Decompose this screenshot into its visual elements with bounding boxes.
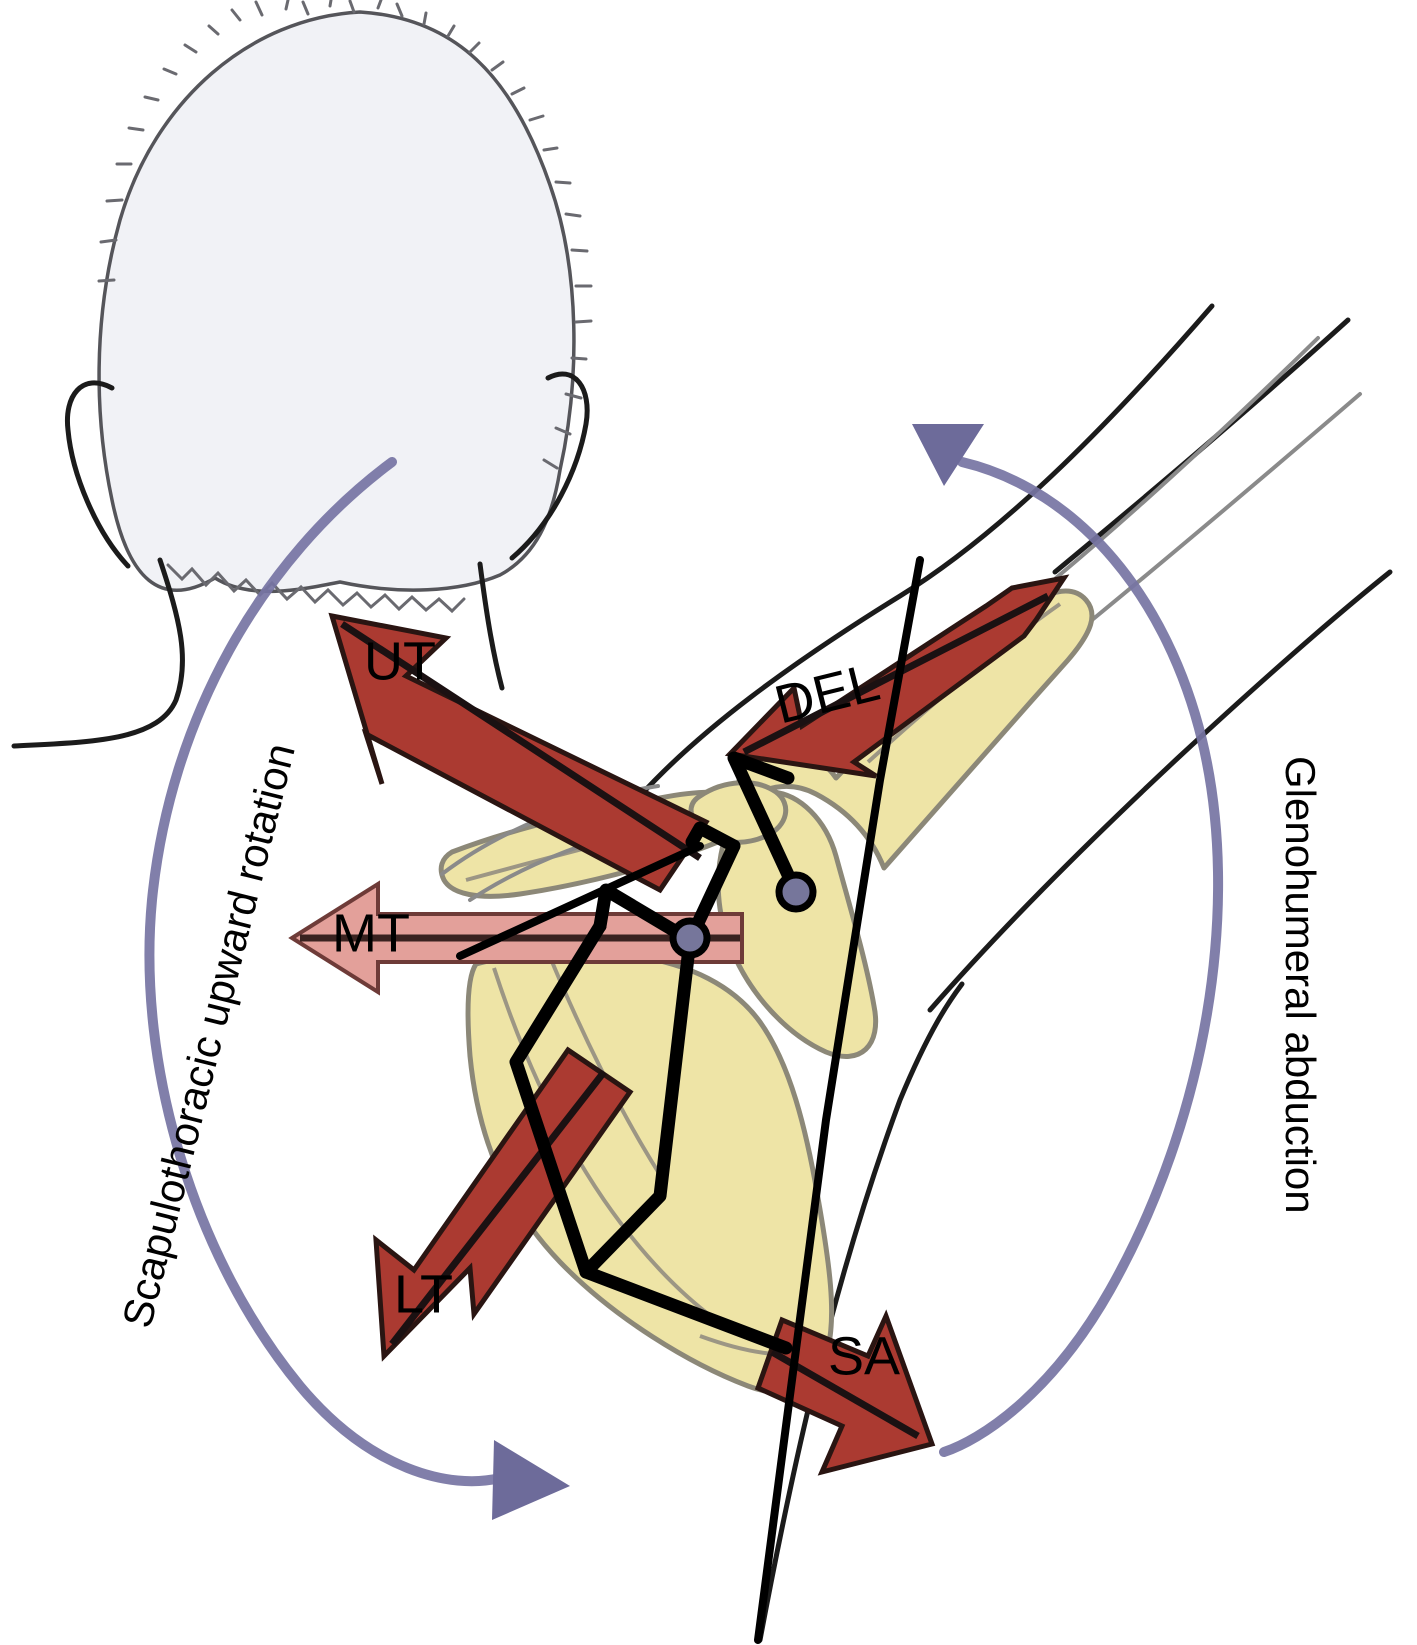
neck-left-outline <box>11 557 186 749</box>
arc-glenohumeral: Glenohumeral abduction <box>912 424 1324 1457</box>
skull-group <box>64 0 593 614</box>
shoulder-thin-outline-2 <box>1090 392 1362 622</box>
label-ut: UT <box>364 631 436 691</box>
hairline-bottom <box>166 563 466 614</box>
linkage-scapula-medial <box>509 919 607 1279</box>
label-lt: LT <box>394 1264 453 1324</box>
arc-glenohumeral-arrowhead-top <box>912 424 984 486</box>
linkage-clavicle <box>683 821 741 947</box>
linkage-group <box>456 556 924 1644</box>
glenohumeral-joint-dot <box>775 871 817 913</box>
bone-group <box>438 588 1095 1395</box>
label-sa: SA <box>828 1326 900 1386</box>
hair-texture <box>97 0 593 470</box>
label-mt: MT <box>332 903 410 963</box>
arrow-ut-midline <box>340 621 702 861</box>
torso-side-outline <box>757 981 965 1643</box>
arm-upper-outline <box>1052 317 1351 575</box>
scapula-spine-line <box>492 967 718 1322</box>
arrow-lt-midline <box>389 1069 607 1347</box>
arm-lower-outline <box>927 569 1393 1013</box>
ear-left <box>64 380 131 569</box>
linkage-humerus <box>727 751 803 899</box>
body-outline-group <box>11 303 1393 1643</box>
axis-line-trunk <box>754 556 924 1644</box>
ear-right <box>509 371 590 561</box>
arc-glenohumeral-label: Glenohumeral abduction <box>1277 756 1324 1214</box>
linkage-scapula-body <box>579 933 697 1279</box>
axis-line-scapula <box>456 842 704 960</box>
arc-glenohumeral-path <box>939 457 1224 1457</box>
arc-scapulothoracic-arrowhead-bottom <box>492 1440 570 1520</box>
arrow-mt <box>288 880 744 996</box>
shoulder-right-outline <box>637 303 1215 799</box>
neck-right-outline <box>477 561 505 691</box>
arc-scapulothoracic-path <box>144 457 505 1487</box>
linkage-scapula-inferior <box>579 1265 793 1355</box>
scapulothoracic-pivot-dot <box>669 917 711 959</box>
arrow-lt <box>373 1046 634 1362</box>
shoulder-thin-outline-1 <box>1054 336 1320 580</box>
